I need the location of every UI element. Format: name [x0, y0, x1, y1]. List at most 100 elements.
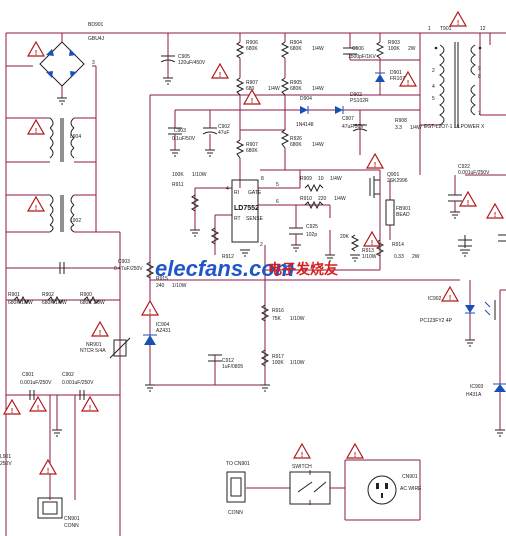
- capacitor-c906: [343, 47, 357, 55]
- warning-icon: !: [38, 458, 58, 475]
- gate-resistors: [190, 183, 385, 257]
- diodes: [300, 72, 385, 114]
- warning-icon: !: [26, 118, 46, 135]
- component-labels: BD901 GBU4J C905 120uF/450V R906 680K R9…: [0, 22, 490, 529]
- label-c906-val: 1500pF/1KV: [348, 54, 376, 60]
- label-pin6: 6: [276, 199, 279, 205]
- label-r910-w: 1/4W: [334, 196, 346, 202]
- label-r915: R915: [156, 276, 168, 282]
- label-ic-sense: SENSE: [246, 216, 264, 222]
- svg-text:!: !: [407, 80, 409, 87]
- label-gbu4j: GBU4J: [88, 36, 105, 42]
- label-c902: C902: [218, 124, 230, 130]
- label-pin5: 5: [276, 182, 279, 188]
- label-c902b-val: 0.001uF/250V: [62, 380, 94, 386]
- label-t901: T901: [440, 26, 452, 32]
- warning-icon: !: [440, 285, 460, 302]
- warning-icon: !: [242, 88, 262, 105]
- warning-icon: !: [210, 62, 230, 79]
- label-r913-val: 20K: [340, 234, 350, 240]
- bead-fb901: [385, 199, 395, 226]
- switch-box: [289, 471, 331, 505]
- label-r909-w: 1/4W: [330, 176, 342, 182]
- label-r907-w: 1/4W: [268, 86, 280, 92]
- label-l901: L901: [0, 454, 11, 460]
- watermark: elecfans.com 电子发烧友: [155, 256, 338, 281]
- svg-text:!: !: [99, 330, 101, 337]
- label-r910: R910: [300, 196, 312, 202]
- warning-icon: !: [28, 395, 48, 412]
- warning-icon: !: [448, 10, 468, 27]
- label-ic-gate: GATE: [248, 190, 262, 196]
- svg-text:!: !: [374, 162, 376, 169]
- label-r903: R903: [388, 40, 400, 46]
- capacitor-c903: [59, 262, 65, 274]
- label-c905: C905: [178, 54, 190, 60]
- warning-icon: !: [345, 442, 365, 459]
- svg-text:!: !: [149, 309, 151, 316]
- shunt-ic903: [493, 383, 506, 392]
- label-r903-w: 2W: [408, 46, 416, 52]
- label-num1: 1: [428, 26, 431, 32]
- resistor-chain: [13, 295, 100, 305]
- label-r904-val: 680K: [290, 46, 302, 52]
- conn-box: [226, 471, 246, 503]
- label-ntc: NR901: [86, 342, 102, 348]
- label-c903: C903: [118, 259, 130, 265]
- label-c901-val: 0.001uF/250V: [20, 380, 52, 386]
- label-r905-w: 1/4W: [312, 86, 324, 92]
- label-r926-val: 680K: [290, 142, 302, 148]
- label-ic904-val: AZ431: [156, 328, 171, 334]
- label-d901-val: FR107: [390, 76, 405, 82]
- label-r906-val: 680K: [246, 46, 258, 52]
- svg-text:!: !: [457, 20, 459, 27]
- label-c922: C922: [458, 164, 470, 170]
- label-c907: C907: [342, 116, 354, 122]
- label-pin2: 2: [260, 242, 263, 248]
- label-c905-val: 120uF/450V: [178, 60, 206, 66]
- svg-text:!: !: [47, 468, 49, 475]
- label-d904: D904: [300, 96, 312, 102]
- label-switch: SWITCH: [292, 464, 312, 470]
- label-d902: D902: [350, 92, 362, 98]
- svg-text:!: !: [494, 212, 496, 219]
- label-l902: L902: [70, 218, 81, 224]
- label-num2: 2: [432, 68, 435, 74]
- label-r908-w: 1/4W: [410, 125, 422, 131]
- label-ic903: IC903: [470, 384, 484, 390]
- label-r917-w: 1/10W: [290, 360, 305, 366]
- warning-icon: !: [485, 202, 505, 219]
- svg-text:!: !: [371, 240, 373, 247]
- label-q901: Q901: [387, 172, 399, 178]
- svg-text:!: !: [219, 72, 221, 79]
- label-r914-w: 2W: [412, 254, 420, 260]
- label-ic-ri: RI: [234, 190, 239, 196]
- label-fb901-val: BEAD: [396, 212, 410, 218]
- label-d901: D901: [390, 70, 402, 76]
- label-c902-val: 47uF: [218, 130, 229, 136]
- label-c922-val: 0.001uF/250V: [458, 170, 490, 176]
- label-ic903-val: H431A: [466, 392, 482, 398]
- svg-text:!: !: [35, 128, 37, 135]
- label-ac-wire: AC WIRE: [400, 486, 422, 492]
- label-num9: 9: [478, 66, 481, 72]
- label-d904-val: 1N4148: [296, 122, 314, 128]
- label-r911-val: 100K: [172, 172, 184, 178]
- label-r902-val: 680K 1/8W: [42, 300, 67, 306]
- warning-icon: !: [90, 320, 110, 337]
- label-c903a-val: 0.1uF/50V: [172, 136, 196, 142]
- watermark-brand: elecfans.com: [155, 256, 294, 281]
- label-r909-val: 10: [318, 176, 324, 182]
- optocoupler-ic902: [465, 280, 496, 340]
- label-r904: R904: [290, 40, 302, 46]
- label-c901: C901: [22, 372, 34, 378]
- svg-text:!: !: [354, 452, 356, 459]
- label-r904-w: 1/4W: [312, 46, 324, 52]
- ic-ld7552: [231, 179, 259, 243]
- label-c912-val: 1uF/0805: [222, 364, 243, 370]
- label-c925: C925: [306, 224, 318, 230]
- shunt-ic904: [143, 334, 157, 345]
- label-r917-val: 100K: [272, 360, 284, 366]
- label-r914-val: 0.33: [394, 254, 404, 260]
- label-ic902-val: PC123FY2 4P: [420, 318, 453, 324]
